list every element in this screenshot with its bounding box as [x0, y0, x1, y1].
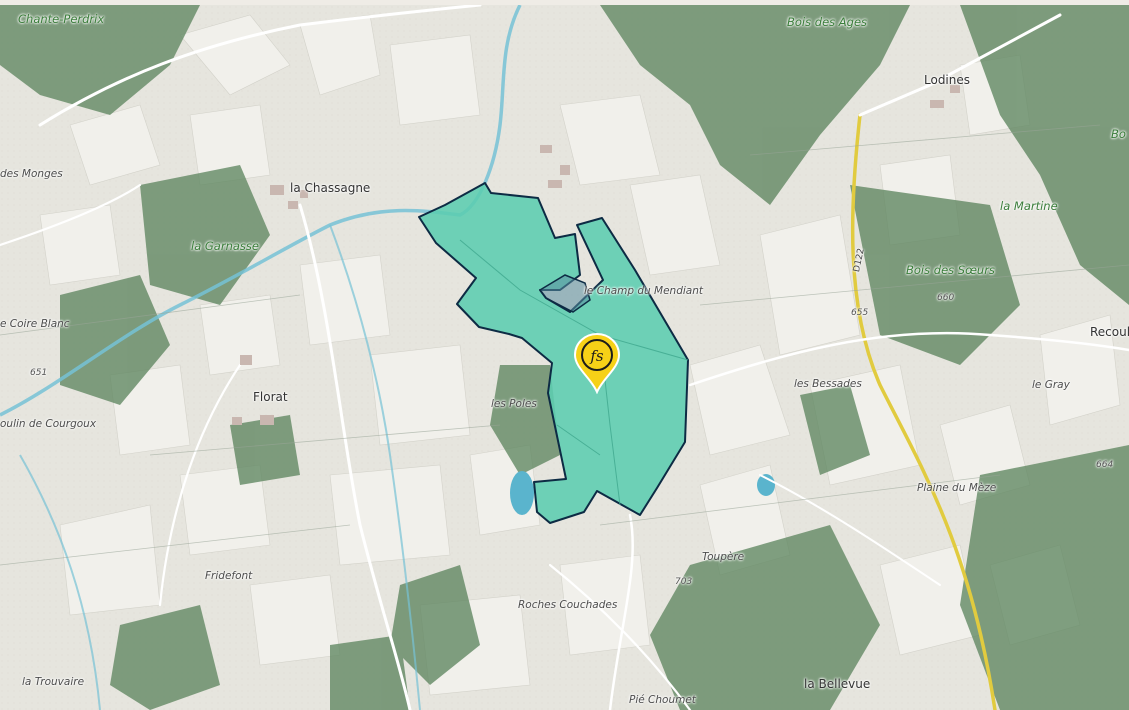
- map-label-toupere: Toupère: [702, 551, 745, 563]
- fs-logo-marker-icon[interactable]: fs: [573, 332, 621, 394]
- map-label-e664: 664: [1096, 460, 1114, 470]
- map-canvas[interactable]: [0, 5, 1129, 710]
- map-label-bois-des-ages: Bois des Ages: [787, 15, 868, 29]
- map-label-coire-blanc: e Coire Blanc: [0, 318, 70, 330]
- roads: [0, 5, 1129, 710]
- map-label-champ-du-mendiant: le Champ du Mendiant: [584, 285, 703, 297]
- parcel-hole: [538, 274, 591, 313]
- map-label-recoul: Recoul: [1090, 325, 1129, 339]
- forest-areas: [0, 5, 1129, 710]
- marker-text: fs: [589, 347, 604, 365]
- map-label-la-chassagne: la Chassagne: [290, 181, 371, 195]
- parcel-polygon[interactable]: [418, 182, 689, 524]
- map-label-chante-perdrix: Chante-Perdrix: [18, 12, 105, 26]
- stream: [329, 224, 421, 710]
- map-label-plaine-du-meze: Plaine du Mèze: [917, 482, 997, 494]
- stream: [19, 454, 101, 710]
- map-label-florat: Florat: [253, 390, 288, 404]
- pond: [510, 471, 534, 515]
- map-label-e655: 655: [851, 308, 869, 318]
- map-label-la-martine: la Martine: [1000, 199, 1058, 213]
- map-label-e703: 703: [675, 577, 693, 587]
- map-label-bo: Bo: [1111, 127, 1126, 141]
- map-label-la-trouvaire: la Trouvaire: [22, 676, 85, 688]
- map-label-le-gray: le Gray: [1032, 379, 1070, 391]
- map-label-e660: 660: [937, 293, 955, 303]
- map-label-moulin-courgoux: oulin de Courgoux: [0, 418, 97, 430]
- map-label-bois-des-soeurs: Bois des Sœurs: [906, 263, 995, 277]
- map-label-lodines: Lodines: [924, 73, 971, 87]
- buildings: [232, 85, 960, 425]
- map-label-e651: 651: [30, 368, 48, 378]
- map-label-les-poles: les Poles: [491, 398, 537, 410]
- map-label-fridefont: Fridefont: [205, 570, 253, 582]
- map-label-la-bellevue: la Bellevue: [804, 677, 871, 691]
- map-label-les-bessades: les Bessades: [794, 378, 862, 390]
- field-boundaries: [0, 124, 1129, 566]
- map-label-des-monges: des Monges: [0, 168, 63, 180]
- map-label-la-garnasse: la Garnasse: [191, 239, 259, 253]
- map-label-pie-choumet: Pié Choumet: [629, 694, 696, 706]
- river: [0, 5, 522, 417]
- map-label-roches-couchades: Roches Couchades: [518, 599, 618, 611]
